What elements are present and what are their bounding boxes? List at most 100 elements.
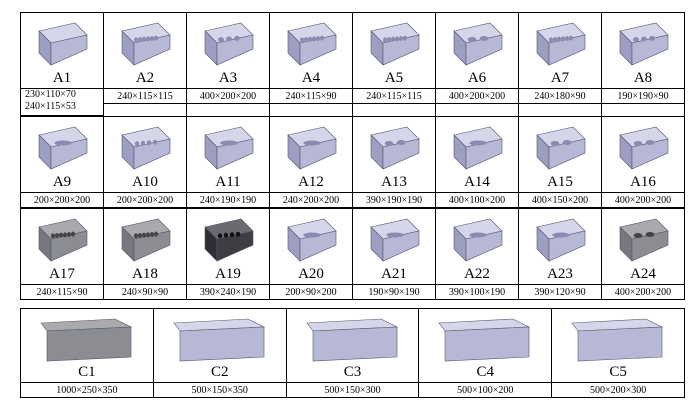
product-image: A13 [353, 116, 435, 192]
product-cell-a15: A15 400×150×200 [519, 116, 602, 208]
product-code: A10 [132, 174, 158, 190]
product-cell-a22: A22 390×100×190 [436, 208, 519, 300]
dimension-line: 240×90×90 [121, 287, 169, 298]
product-cell-a5: A5 240×115×115 [353, 12, 436, 116]
product-cell-a7: A7 240×180×90 [519, 12, 602, 116]
product-code: A19 [215, 266, 241, 282]
product-dimensions: 190×190×90 [602, 88, 684, 104]
dark-grid-block-icon [204, 218, 254, 262]
dimension-line: 400×100×200 [448, 195, 506, 206]
product-cell-a13: A13 390×190×190 [353, 116, 436, 208]
dimension-line: 400×200×200 [199, 91, 257, 102]
dimension-line: 240×115×115 [117, 91, 173, 102]
product-dimensions: 400×200×200 [187, 88, 269, 104]
dimension-line: 400×200×200 [614, 195, 672, 206]
dimension-line: 500×150×350 [191, 385, 248, 396]
gray-perforated-brick-icon [38, 218, 88, 262]
product-image: A7 [519, 12, 601, 88]
product-image: A17 [21, 208, 103, 284]
product-image: C4 [419, 308, 552, 382]
dimension-line: 390×120×90 [534, 287, 586, 298]
product-code: C4 [476, 364, 495, 380]
product-dimensions: 240×115×115 [353, 88, 435, 104]
curbstone-icon [438, 318, 531, 362]
product-cell-c3: C3 500×150×300 [286, 308, 420, 398]
product-dimensions: 200×90×200 [270, 284, 352, 300]
dimension-line: 190×190×90 [617, 91, 669, 102]
product-dimensions: 400×200×200 [436, 88, 518, 104]
dimension-line: 1000×250×350 [56, 385, 118, 396]
gray-perforated-brick-icon [121, 218, 171, 262]
round-hole-block-icon [204, 22, 254, 66]
product-image: A20 [270, 208, 352, 284]
slot-block-icon [453, 218, 503, 262]
slot-block-icon [370, 218, 420, 262]
dimension-line: 390×100×190 [448, 287, 506, 298]
product-image: A11 [187, 116, 269, 192]
two-hole-block-icon [536, 126, 586, 170]
product-image: A22 [436, 208, 518, 284]
product-code: C2 [210, 364, 229, 380]
dimension-line: 400×150×200 [531, 195, 589, 206]
product-code: A21 [381, 266, 407, 282]
product-cell-a3: A3 400×200×200 [187, 12, 270, 116]
product-code: A7 [550, 70, 570, 86]
product-image: A1 [21, 12, 103, 88]
product-image: A19 [187, 208, 269, 284]
product-image: A10 [104, 116, 186, 192]
product-dimensions: 500×150×350 [153, 382, 286, 398]
dimension-line: 400×200×200 [448, 91, 506, 102]
product-cell-a2: A2 240×115×115 [104, 12, 187, 116]
single-hole-block-icon [287, 126, 337, 170]
multi-hole-block-icon [536, 22, 586, 66]
product-code: C3 [343, 364, 362, 380]
product-code: A15 [547, 174, 573, 190]
product-code: A16 [630, 174, 656, 190]
product-image: A4 [270, 12, 352, 88]
product-image: A18 [104, 208, 186, 284]
product-image: C3 [286, 308, 419, 382]
dimension-line: 500×150×300 [324, 385, 381, 396]
curbstone-icon [571, 318, 664, 362]
product-code: A12 [298, 174, 324, 190]
product-image: A3 [187, 12, 269, 88]
product-cell-c1: C1 1000×250×350 [21, 308, 154, 398]
gray-curbstone-icon [40, 318, 133, 362]
product-code: A2 [135, 70, 155, 86]
multi-hole-block-icon [370, 22, 420, 66]
product-dimensions: 400×150×200 [519, 192, 601, 208]
product-image: A2 [104, 12, 186, 88]
dimension-line: 390×190×190 [365, 195, 423, 206]
two-hole-block-icon [619, 126, 669, 170]
dimension-line: 240×180×90 [534, 91, 586, 102]
product-code: C1 [78, 364, 96, 380]
dimension-line: 240×115×53 [25, 101, 76, 112]
product-dimensions: 400×200×200 [602, 284, 684, 300]
single-hole-block-icon [453, 126, 503, 170]
product-code: A13 [381, 174, 407, 190]
dimension-line: 230×110×70 [25, 89, 76, 100]
product-image: C1 [21, 308, 153, 382]
dimension-line: 500×200×300 [589, 385, 647, 396]
two-slot-block-icon [370, 126, 420, 170]
product-code: A5 [384, 70, 404, 86]
dimension-line: 200×200×200 [116, 195, 174, 206]
product-image: A12 [270, 116, 352, 192]
product-code: A4 [301, 70, 321, 86]
product-dimensions: 200×200×200 [104, 192, 186, 208]
product-dimensions: 200×200×200 [21, 192, 103, 208]
